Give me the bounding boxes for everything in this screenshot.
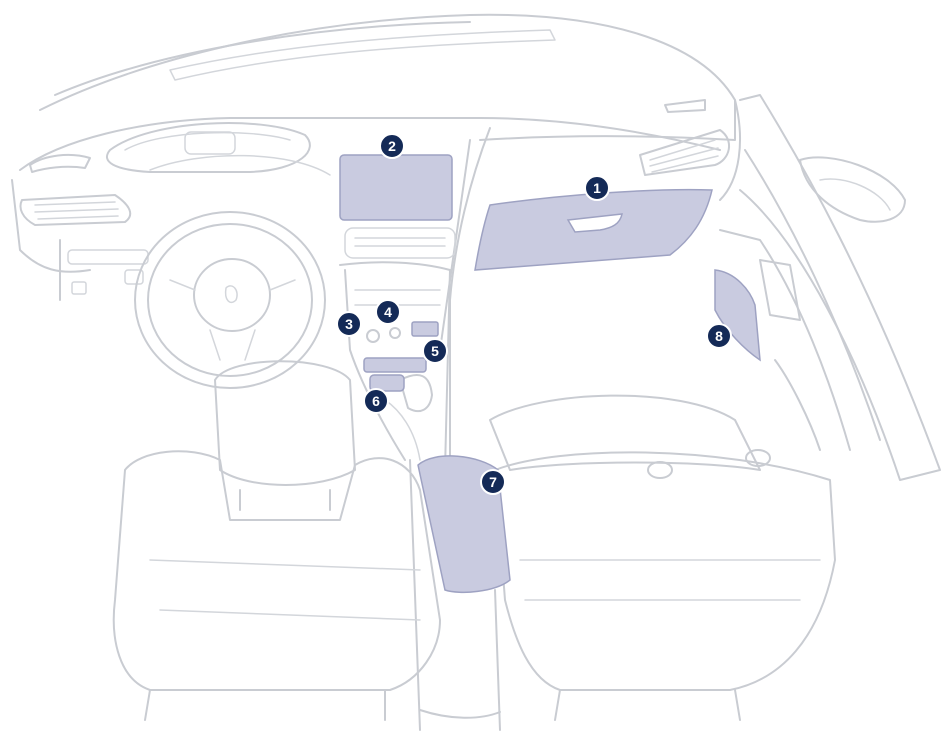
callouts: 1 2 3 4 5 6 7 8 (336, 133, 732, 495)
callout-6: 6 (363, 388, 389, 414)
zone-phone-tray (363, 357, 427, 373)
left-seat (112, 360, 441, 721)
callout-4: 4 (375, 299, 401, 325)
right-air-vents (639, 99, 730, 176)
callout-1: 1 (584, 175, 610, 201)
callout-3: 3 (336, 311, 362, 337)
svg-text:8: 8 (715, 328, 723, 344)
right-seat (489, 394, 836, 721)
zone-door-pocket (714, 269, 761, 362)
centre-stack (339, 227, 501, 731)
svg-text:5: 5 (431, 343, 439, 359)
callout-8: 8 (706, 323, 732, 349)
zone-touchscreen (339, 154, 453, 221)
svg-text:7: 7 (489, 474, 497, 490)
callout-7: 7 (480, 469, 506, 495)
sockets (366, 327, 401, 343)
dashboard-outline (11, 13, 741, 471)
left-air-vents (19, 153, 149, 295)
right-door (719, 94, 941, 481)
zone-upper-compartment (411, 321, 439, 337)
svg-text:6: 6 (372, 393, 380, 409)
svg-text:1: 1 (593, 180, 601, 196)
callout-2: 2 (379, 133, 405, 159)
zone-cup-holder (369, 374, 405, 392)
svg-text:3: 3 (345, 316, 353, 332)
svg-text:4: 4 (384, 304, 392, 320)
defrost-vent (169, 29, 556, 81)
steering-wheel (134, 154, 331, 389)
svg-text:2: 2 (388, 138, 396, 154)
instrument-cluster (105, 122, 311, 173)
storage-zones (339, 154, 761, 594)
callout-5: 5 (422, 338, 448, 364)
